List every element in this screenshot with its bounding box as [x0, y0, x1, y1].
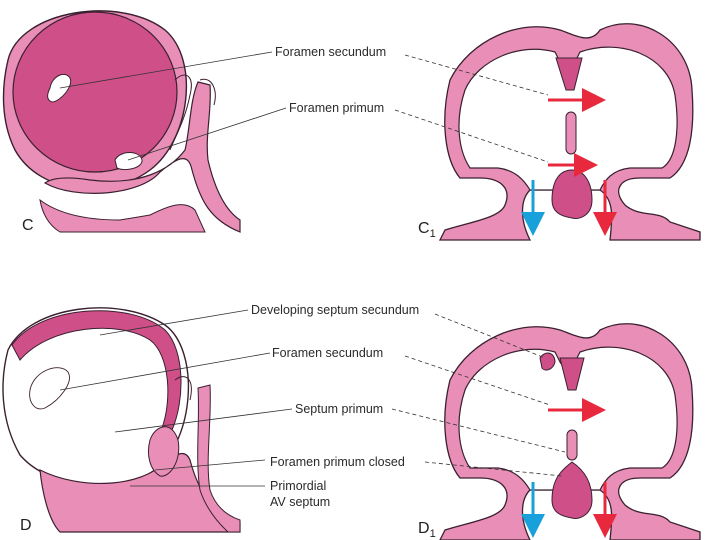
panel-letter-c1: C1 — [418, 220, 436, 240]
label-foramen-primum-closed: Foramen primum closed — [270, 455, 405, 469]
panel-d1-heart — [439, 323, 701, 540]
label-foramen-primum-top: Foramen primum — [289, 101, 385, 115]
panel-d-atrium — [2, 307, 241, 533]
label-primordial: Primordial — [270, 479, 327, 493]
label-av-septum: AV septum — [270, 495, 331, 509]
leader-lines-top — [59, 51, 549, 163]
panel-letter-d: D — [20, 517, 32, 534]
label-developing-septum-secundum: Developing septum secundum — [251, 303, 420, 317]
panel-c1-heart — [438, 23, 701, 241]
label-septum-primum: Septum primum — [295, 402, 384, 416]
label-foramen-secundum-bottom: Foramen secundum — [272, 346, 384, 360]
label-foramen-secundum-top: Foramen secundum — [275, 45, 387, 59]
panel-letter-d1: D1 — [418, 520, 436, 540]
panel-c-atrium — [2, 10, 241, 233]
leader-lines-bottom — [59, 309, 566, 487]
panel-letter-c: C — [22, 217, 34, 234]
